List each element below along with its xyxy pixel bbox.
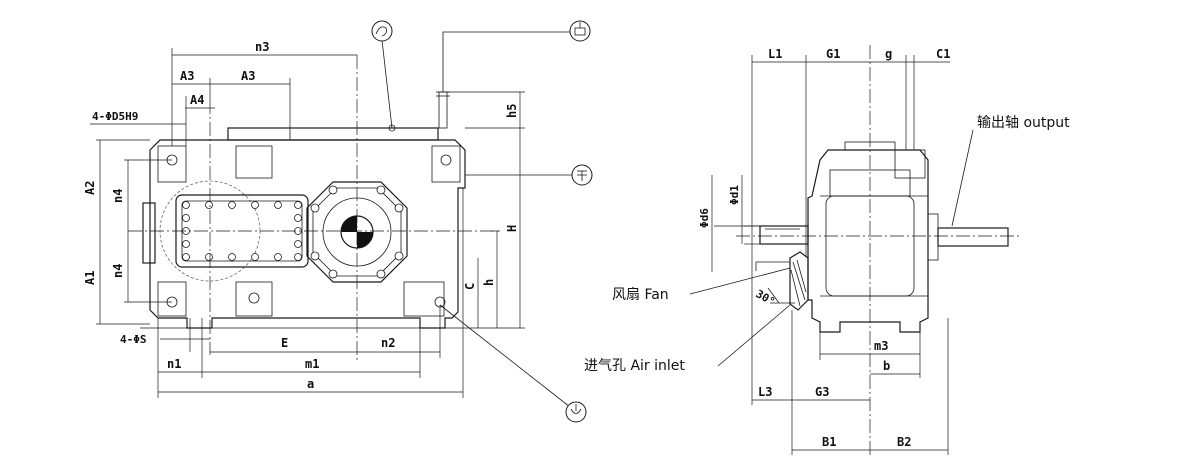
dim-g3: G3 xyxy=(815,385,829,399)
inspection-plate xyxy=(235,145,273,179)
front-dimensions xyxy=(90,48,525,398)
dim-a1: A1 xyxy=(83,271,97,285)
side-view: L1 G1 g C1 Φd6 Φd1 30° m3 b L3 G3 B1 B2 … xyxy=(584,45,1070,455)
fan xyxy=(755,251,809,311)
input-bearing-cap xyxy=(142,202,156,264)
flange-bolts xyxy=(310,185,404,279)
dim-n1: n1 xyxy=(167,357,181,371)
air-inlet-callout: 进气孔 Air inlet xyxy=(584,358,685,374)
dim-e: E xyxy=(281,336,288,350)
cover-bolts xyxy=(182,201,302,261)
dim-g1: G1 xyxy=(826,47,840,61)
dim-g: g xyxy=(885,47,892,61)
side-dimensions xyxy=(711,55,950,455)
output-shaft xyxy=(937,227,1009,247)
fan-callout: 风扇 Fan xyxy=(612,287,669,303)
dim-h5: h5 xyxy=(505,104,519,118)
dim-n4-top: n4 xyxy=(111,189,125,203)
dim-a: a xyxy=(307,377,314,391)
input-shaft xyxy=(759,225,809,245)
dim-l3: L3 xyxy=(758,385,772,399)
dim-H: H xyxy=(505,225,519,232)
output-flange xyxy=(306,181,408,283)
oil-level-symbol xyxy=(571,164,593,186)
dim-n3: n3 xyxy=(255,40,269,54)
dim-c1: C1 xyxy=(936,47,950,61)
dim-m1: m1 xyxy=(305,357,319,371)
dim-d6: Φd6 xyxy=(698,208,711,228)
dim-hole-s: 4-ΦS xyxy=(120,333,147,346)
dim-h: h xyxy=(482,279,496,286)
dim-c: C xyxy=(463,283,477,290)
dim-angle: 30° xyxy=(754,287,778,308)
front-view: n3 A3 A3 A4 4-ΦD5H9 A2 n4 n4 A1 4-ΦS h5 … xyxy=(83,20,593,423)
dim-l1: L1 xyxy=(768,47,782,61)
dim-n2: n2 xyxy=(381,336,395,350)
dim-a2: A2 xyxy=(83,181,97,195)
dim-a3-right: A3 xyxy=(241,69,255,83)
oil-fill-symbol xyxy=(371,20,393,42)
dim-n4-bottom: n4 xyxy=(111,264,125,278)
dim-b: b xyxy=(883,359,890,373)
dim-a3-left: A3 xyxy=(180,69,194,83)
dim-a4: A4 xyxy=(190,93,204,107)
dim-hole-d5: 4-ΦD5H9 xyxy=(92,110,138,123)
dim-d1: Φd1 xyxy=(728,185,741,205)
dim-b1: B1 xyxy=(822,435,836,449)
drain-symbol xyxy=(565,401,587,423)
dim-m3: m3 xyxy=(874,339,888,353)
dim-b2: B2 xyxy=(897,435,911,449)
breather-symbol xyxy=(569,20,591,42)
top-cover xyxy=(227,127,439,141)
output-shaft-callout: 输出轴 output xyxy=(977,115,1070,131)
